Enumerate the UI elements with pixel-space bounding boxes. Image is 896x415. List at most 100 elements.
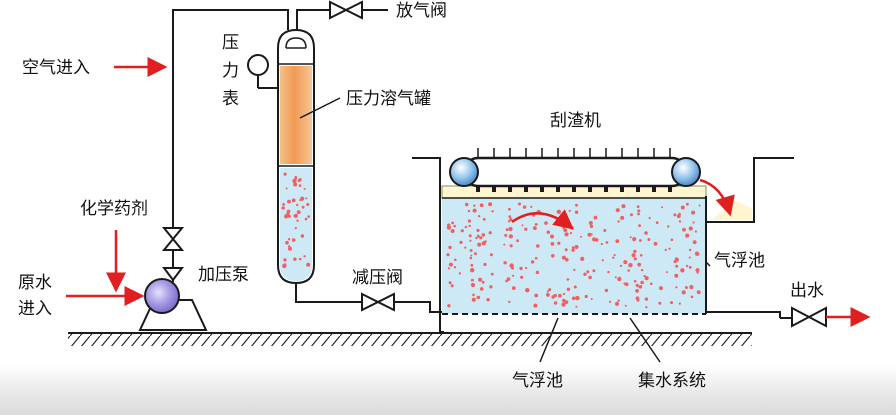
bubble	[688, 226, 693, 231]
bubble	[637, 212, 640, 216]
pressure-gauge	[247, 54, 280, 89]
scraper-blades	[476, 148, 672, 192]
bubble	[676, 214, 681, 219]
outlet-valve[interactable]	[791, 306, 827, 328]
bubble	[682, 227, 686, 232]
bubble	[482, 217, 486, 221]
bubble	[297, 179, 301, 183]
bubble	[573, 285, 577, 289]
bubble	[580, 256, 585, 261]
bubble	[472, 208, 477, 213]
bubble	[464, 225, 468, 229]
bubble	[562, 292, 566, 296]
bubble	[519, 266, 523, 271]
label-pump: 加压泵	[198, 265, 249, 285]
bubble	[694, 251, 700, 256]
bubble	[571, 246, 575, 249]
bubble	[460, 229, 464, 233]
label-raw-water-2: 进入	[18, 299, 52, 319]
bubble	[285, 240, 289, 245]
bubble	[571, 248, 575, 252]
bubble	[675, 264, 679, 268]
bubble	[605, 241, 609, 244]
bubble	[592, 269, 596, 273]
bubble	[574, 245, 579, 249]
bubble	[488, 202, 493, 207]
vent-pipeline	[296, 9, 388, 30]
bubble	[285, 187, 288, 190]
bubble	[575, 203, 578, 207]
bubble	[306, 262, 311, 267]
bubble	[508, 215, 512, 219]
bubble	[553, 301, 558, 305]
reducing-valve[interactable]	[361, 292, 395, 312]
bubble	[670, 301, 673, 305]
label-vent-valve: 放气阀	[396, 1, 447, 21]
bubble	[287, 199, 291, 204]
bubble	[593, 215, 598, 220]
label-chemicals: 化学药剂	[80, 199, 148, 219]
bubble	[483, 262, 487, 267]
bubble	[467, 219, 471, 223]
bubble	[508, 300, 511, 304]
bubble	[488, 231, 492, 235]
bubble	[468, 224, 471, 228]
scraper-paddle	[652, 186, 656, 192]
scum-fill	[712, 200, 752, 220]
vent-valve[interactable]	[329, 0, 363, 20]
bubble	[643, 274, 646, 278]
bubble	[486, 298, 490, 302]
bubble	[690, 295, 694, 299]
check-valve[interactable]	[161, 227, 185, 251]
scraper[interactable]	[449, 148, 701, 192]
bubble	[478, 215, 481, 218]
bubble	[305, 197, 308, 200]
bubble	[470, 254, 473, 257]
bubble	[629, 236, 632, 239]
bubble	[525, 266, 528, 270]
bubble	[525, 288, 530, 293]
bubble	[544, 221, 548, 225]
bubble	[298, 184, 302, 187]
bubble	[473, 204, 476, 207]
bubble	[673, 213, 677, 217]
scraper-paddle	[492, 186, 496, 192]
bubble	[633, 257, 637, 261]
scum-trough	[705, 157, 794, 318]
bubble	[470, 282, 476, 288]
bubble	[286, 209, 291, 214]
bubble	[692, 240, 697, 245]
bubble	[620, 215, 625, 220]
bubble	[580, 235, 582, 238]
bubble	[307, 215, 310, 218]
bubble	[607, 270, 610, 274]
bubble	[550, 242, 555, 246]
scraper-paddle	[636, 186, 640, 192]
bubble	[446, 253, 450, 257]
bubble	[692, 221, 695, 224]
bubble	[575, 295, 580, 301]
bubble	[638, 285, 643, 289]
bubble	[551, 254, 555, 258]
bubble	[448, 245, 452, 250]
bubble	[546, 293, 550, 297]
bubble	[293, 214, 297, 218]
bubble	[584, 294, 588, 299]
bubble	[661, 206, 664, 209]
pressure-pump[interactable]	[138, 278, 208, 331]
bubble	[511, 286, 516, 290]
bubble	[448, 281, 452, 285]
bubble	[458, 272, 462, 275]
bubble	[592, 237, 597, 242]
bubble	[600, 242, 603, 246]
bubble	[283, 172, 287, 176]
bubble	[503, 261, 507, 265]
bubble	[571, 296, 576, 301]
bubble	[621, 204, 626, 209]
bubble	[601, 259, 604, 262]
bubble	[694, 230, 698, 233]
bubble	[536, 244, 540, 248]
bubble	[686, 202, 689, 206]
